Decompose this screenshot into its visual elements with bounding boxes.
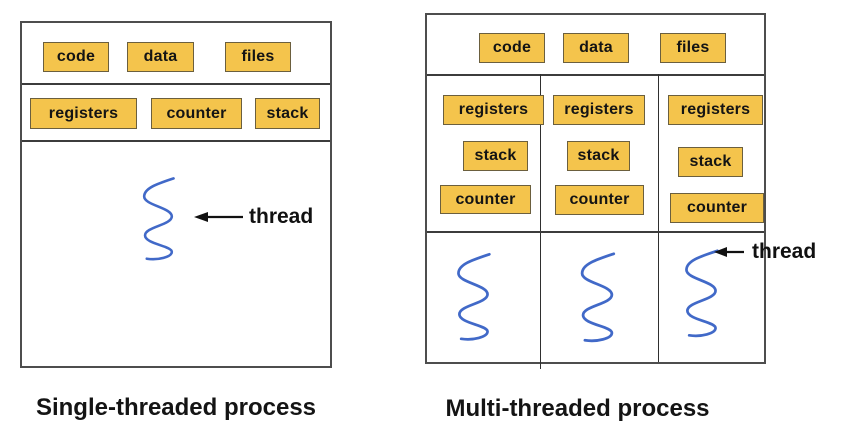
thread-label: thread [249,205,314,228]
counter-box: counter [555,185,644,215]
stack-box: stack [255,98,320,129]
registers-box: registers [30,98,137,129]
column-divider [540,74,541,369]
counter-box: counter [151,98,242,129]
column-divider [658,74,659,362]
thread-squiggle [457,252,491,341]
files-box: files [660,33,726,63]
thread-squiggle [685,249,719,338]
stack-box: stack [567,141,630,171]
counter-box: counter [440,185,531,214]
multi-threaded-caption: Multi-threaded process [445,395,710,422]
single-threaded-process-box: code data files registers counter stack [20,21,332,368]
registers-box: registers [443,95,544,125]
thread-arrow [194,212,243,222]
files-box: files [225,42,291,72]
section-divider [22,83,330,85]
thread-arrow [714,247,744,257]
section-divider [427,231,764,233]
data-box: data [563,33,629,63]
thread-label: thread [752,240,817,263]
code-box: code [479,33,545,63]
stack-box: stack [678,147,743,177]
data-box: data [127,42,194,72]
stack-box: stack [463,141,528,171]
multi-threaded-process-box: code data files registers stack counter … [425,13,766,369]
registers-box: registers [553,95,645,125]
section-divider [427,74,764,76]
code-box: code [43,42,109,72]
counter-box: counter [670,193,764,223]
thread-squiggle [580,252,616,343]
registers-box: registers [668,95,763,125]
thread-squiggle [142,177,175,261]
section-divider [22,140,330,142]
single-threaded-caption: Single-threaded process [35,394,317,421]
